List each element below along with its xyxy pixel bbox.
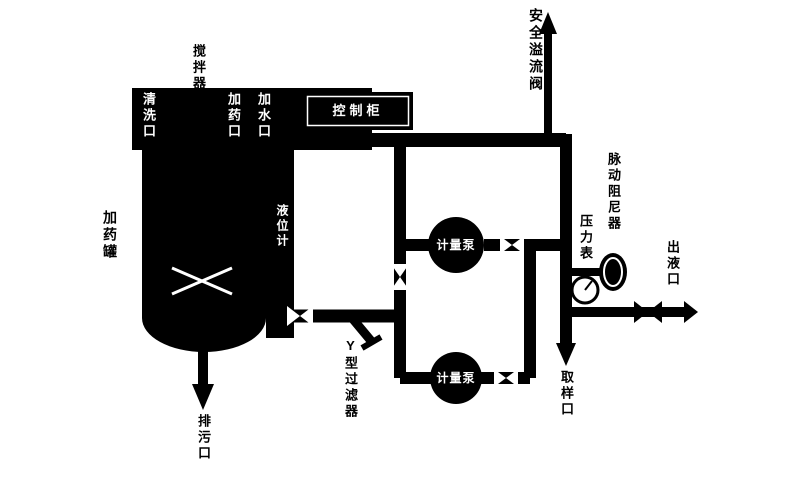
dosing-port-label: 加药口: [226, 92, 241, 140]
pulsation-damper-label: 脉动阻尼器: [606, 152, 621, 232]
gauge-needle: [584, 280, 593, 291]
right-arrow-icon: [684, 301, 698, 323]
control-cabinet-fill: [303, 92, 413, 130]
outlet-valve-icon: [648, 301, 662, 323]
pump1-check-valve-icon: [500, 236, 524, 254]
impeller-blade: [171, 266, 233, 296]
agitator-label: 搅拌器: [191, 44, 206, 92]
control-cabinet-label: 控制柜: [332, 103, 384, 118]
y-strainer-label: Y型过滤器: [343, 338, 358, 420]
control-cabinet-box: [303, 92, 413, 130]
metering-pump-top-label: 计量泵: [436, 238, 476, 252]
pulsation-damper-icon: [566, 253, 627, 291]
outlet-line: [566, 301, 698, 323]
y-strainer-icon: [348, 315, 383, 351]
outlet-valve-icon: [634, 301, 648, 323]
valve-triangle: [287, 306, 300, 326]
valve-triangle: [391, 264, 409, 277]
cleaning-port-label: 清洗口: [141, 92, 156, 140]
valve-triangle: [300, 306, 313, 326]
control-cabinet-border: [306, 95, 410, 127]
sampling-port-label: 取样口: [559, 370, 574, 418]
drain-port-label: 排污口: [196, 414, 211, 462]
damper-inner: [603, 257, 623, 287]
valve-triangle: [506, 369, 518, 387]
suction-valve-icon: [287, 306, 313, 326]
liquid-outlet-label: 出液口: [665, 240, 680, 288]
level-gauge-label: 液位计: [275, 204, 289, 249]
strainer-leg: [348, 315, 376, 345]
dosing-tank-label: 加药罐: [102, 210, 118, 261]
riser-valve-icon: [391, 264, 409, 290]
level-gauge-column: [266, 150, 294, 338]
down-arrow-icon: [192, 384, 214, 410]
metering-pump-bottom-label: 计量泵: [436, 371, 476, 385]
valve-triangle: [494, 369, 506, 387]
valve-triangle: [512, 236, 524, 254]
valve-triangle: [500, 236, 512, 254]
safety-relief-line: [539, 12, 557, 147]
safety-relief-valve-label: 安全溢流阀: [528, 8, 544, 93]
drain-line: [192, 345, 214, 410]
sampling-arrow-icon: [556, 343, 576, 366]
pressure-gauge-label: 压力表: [578, 214, 593, 262]
water-inlet-label: 加水口: [256, 92, 271, 140]
metering-pump-bottom: [430, 352, 482, 404]
dosing-tank-vessel: [142, 150, 266, 352]
up-arrow-icon: [539, 12, 557, 34]
pressure-gauge-icon: [566, 275, 600, 305]
metering-pump-top: [428, 217, 484, 273]
strainer-cap: [360, 334, 383, 351]
agitator-impeller-icon: [171, 266, 233, 296]
pump2-check-valve-icon: [494, 369, 518, 387]
valve-triangle: [391, 277, 409, 290]
